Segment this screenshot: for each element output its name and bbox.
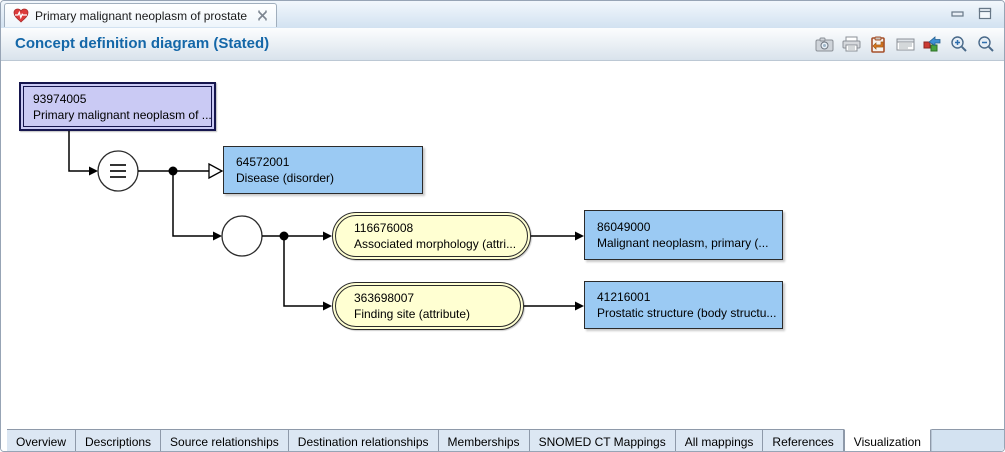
tab-all-mappings[interactable]: All mappings xyxy=(675,429,764,451)
concept-id: 363698007 xyxy=(354,291,415,305)
editor-tab-title: Primary malignant neoplasm of prostate xyxy=(35,8,248,23)
is-a-open-arrow-icon xyxy=(208,162,224,180)
page-title: Concept definition diagram (Stated) xyxy=(15,35,270,52)
concept-id: 116676008 xyxy=(354,221,414,235)
tab-bar-grip xyxy=(1,429,7,451)
node-attribute-finding-site[interactable]: 363698007 Finding site (attribute) xyxy=(332,282,524,330)
concept-diagram-canvas: 93974005 Primary malignant neoplasm of .… xyxy=(1,61,1004,429)
printer-icon[interactable] xyxy=(841,35,861,53)
tab-memberships[interactable]: Memberships xyxy=(438,429,530,451)
editor-tab-bar: Primary malignant neoplasm of prostate xyxy=(1,1,1004,29)
zoom-out-icon[interactable] xyxy=(976,35,996,53)
node-morphology-value[interactable]: 86049000 Malignant neoplasm, primary (..… xyxy=(584,210,783,260)
concept-id: 41216001 xyxy=(597,290,651,304)
tab-references[interactable]: References xyxy=(763,429,844,451)
editor-tab-concept[interactable]: Primary malignant neoplasm of prostate xyxy=(4,3,278,27)
tab-descriptions[interactable]: Descriptions xyxy=(76,429,162,451)
minimize-icon[interactable] xyxy=(951,8,964,20)
tab-bar-filler xyxy=(930,429,1004,451)
node-focus-concept[interactable]: 93974005 Primary malignant neoplasm of .… xyxy=(19,82,216,131)
close-icon[interactable] xyxy=(257,10,268,21)
concept-label: Prostatic structure (body structu... xyxy=(597,306,777,320)
tab-snomed-ct-mappings[interactable]: SNOMED CT Mappings xyxy=(529,429,676,451)
maximize-icon[interactable] xyxy=(978,7,992,20)
bottom-tab-bar: Overview Descriptions Source relationshi… xyxy=(1,429,1004,451)
tab-source-relationships[interactable]: Source relationships xyxy=(161,429,289,451)
heart-pulse-icon xyxy=(13,8,29,23)
node-finding-site-value[interactable]: 41216001 Prostatic structure (body struc… xyxy=(584,281,783,329)
relationship-group-node-icon[interactable] xyxy=(221,215,263,257)
camera-icon[interactable] xyxy=(814,35,834,53)
export-diagram-icon[interactable] xyxy=(922,35,942,53)
concept-label: Finding site (attribute) xyxy=(354,307,471,321)
concept-id: 86049000 xyxy=(597,220,651,234)
tab-overview[interactable]: Overview xyxy=(7,429,77,451)
concept-label: Disease (disorder) xyxy=(236,171,335,185)
tab-destination-relationships[interactable]: Destination relationships xyxy=(288,429,439,451)
copy-to-clipboard-icon[interactable] xyxy=(868,35,888,53)
concept-id: 64572001 xyxy=(236,155,290,169)
diagram-connectors xyxy=(68,131,584,311)
concept-label: Primary malignant neoplasm of ... xyxy=(33,107,211,122)
report-icon[interactable] xyxy=(895,35,915,53)
equivalence-glyph xyxy=(110,164,126,178)
diagram-toolbar xyxy=(814,28,996,60)
zoom-in-icon[interactable] xyxy=(949,35,969,53)
conjunction-dot xyxy=(279,231,289,241)
concept-label: Associated morphology (attri... xyxy=(354,237,517,251)
tab-visualization[interactable]: Visualization xyxy=(843,429,931,451)
view-header: Concept definition diagram (Stated) xyxy=(1,28,1004,61)
concept-label: Malignant neoplasm, primary (... xyxy=(597,236,769,250)
concept-id: 93974005 xyxy=(33,91,87,106)
node-isa-target[interactable]: 64572001 Disease (disorder) xyxy=(223,146,423,194)
node-attribute-morphology[interactable]: 116676008 Associated morphology (attri..… xyxy=(332,212,531,260)
